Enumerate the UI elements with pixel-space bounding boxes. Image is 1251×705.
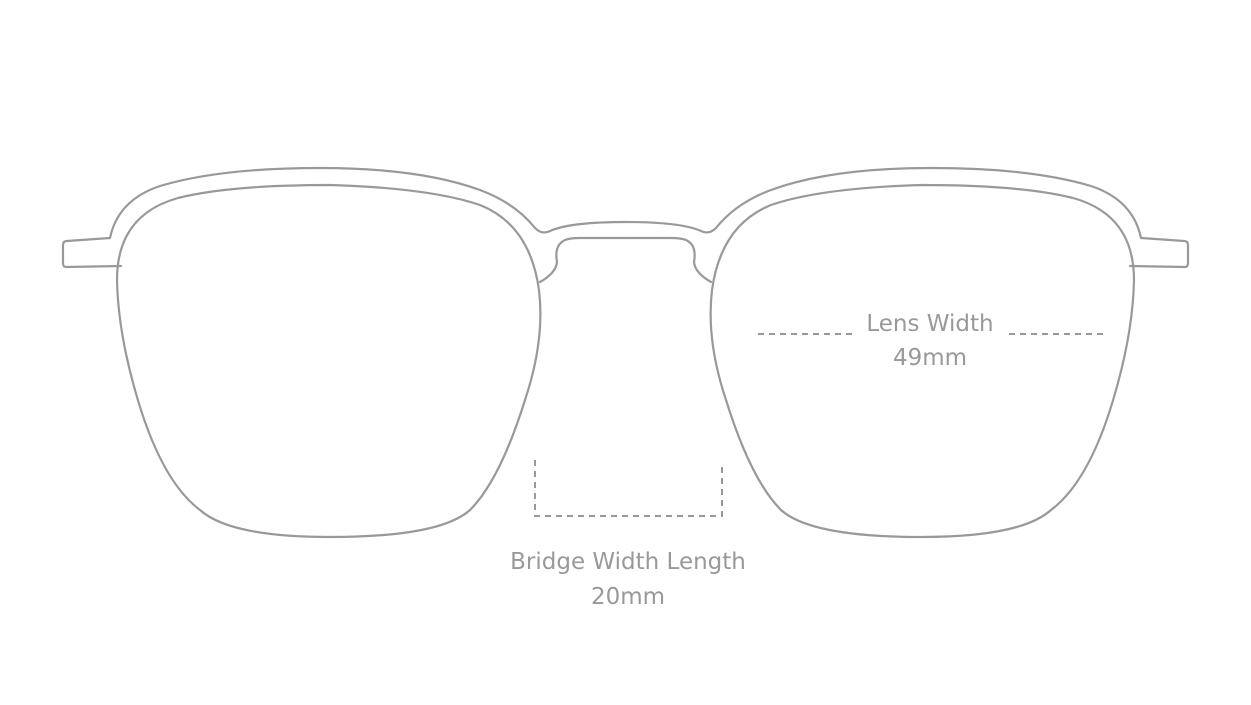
left-lens [115,183,542,539]
bridge-width-label: Bridge Width Length [510,549,746,575]
bridge-width-bracket [534,460,723,517]
bridge-width-value: 20mm [590,584,666,610]
right-frame-outline [624,166,1190,269]
left-half-frame [61,166,627,539]
lens-width-label: Lens Width [866,311,994,337]
right-lens [709,183,1136,539]
right-half-frame [624,166,1190,539]
left-frame-outline [61,166,627,269]
lens-width-value: 49mm [892,345,968,371]
right-bridge-inner [624,236,713,284]
left-bridge-inner [538,236,627,284]
